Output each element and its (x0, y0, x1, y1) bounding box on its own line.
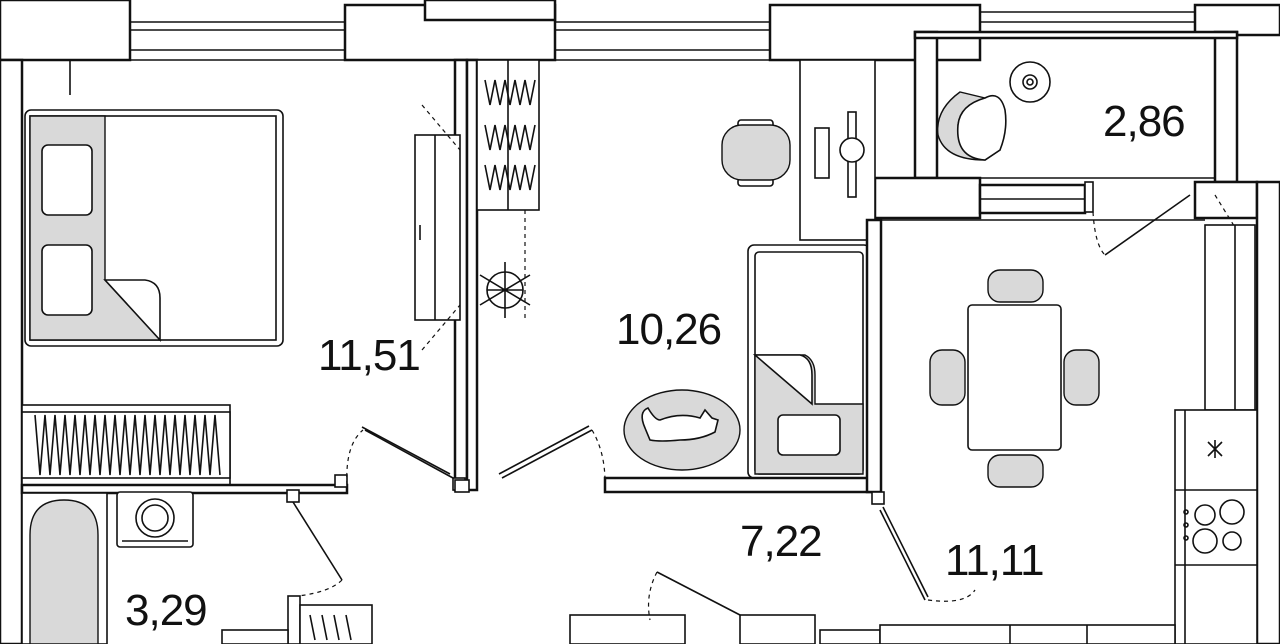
kitchen (871, 180, 1280, 644)
plant-icon (479, 262, 531, 318)
round-table-icon (1009, 61, 1051, 103)
area-label-room: 10,26 (616, 305, 721, 354)
shelf-unit (476, 59, 540, 320)
stove-icon (1183, 499, 1245, 554)
area-label-bathroom: 3,29 (125, 586, 207, 635)
bathtub (21, 492, 108, 644)
area-label-hall: 7,22 (740, 517, 822, 566)
hall-bottom (569, 571, 1176, 644)
double-bed (24, 109, 284, 347)
bedroom (20, 58, 469, 495)
area-label-kitchen: 11,11 (945, 536, 1044, 585)
wardrobe (21, 404, 231, 486)
dining-table (929, 269, 1100, 488)
room-center (454, 58, 883, 494)
area-label-balcony: 2,86 (1103, 97, 1185, 146)
armchair (936, 91, 1007, 161)
rug-with-cat (623, 389, 741, 471)
balcony (873, 30, 1259, 256)
bathroom (21, 489, 373, 644)
single-bed (747, 244, 871, 479)
chair-icon (721, 119, 791, 187)
area-label-bedroom: 11,51 (318, 331, 420, 380)
washing-machine-icon (116, 491, 194, 548)
